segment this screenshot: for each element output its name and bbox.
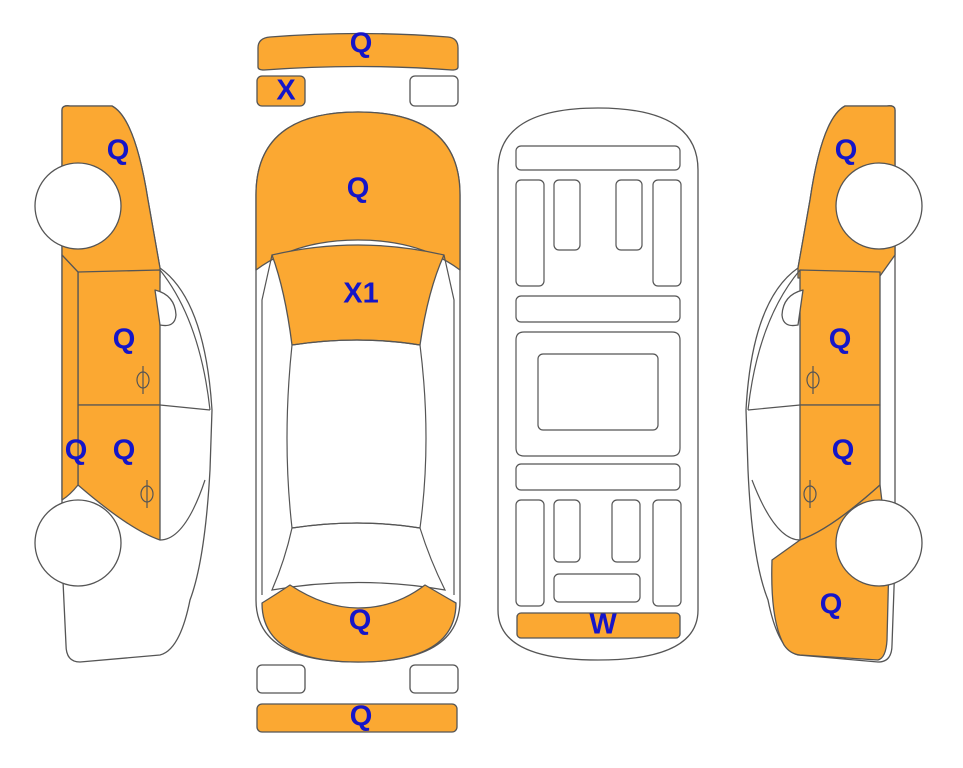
underbody-structure	[515, 145, 682, 607]
left-window-line	[159, 269, 211, 541]
underbody-view: W	[497, 107, 699, 661]
left-headlight-panel[interactable]	[256, 75, 306, 107]
left-side-view: Q Q Q Q	[34, 105, 213, 663]
right-front-wheel	[835, 162, 923, 250]
rear-window	[271, 522, 447, 591]
left-mirror	[154, 289, 177, 327]
top-view: Q X Q X1 Q Q	[255, 28, 461, 733]
trunk-panel[interactable]	[261, 584, 457, 663]
front-bumper-label: Q	[350, 28, 373, 60]
left-rear-door-handle-icon	[140, 480, 154, 508]
windshield-label: X1	[343, 278, 378, 310]
top-side-lines	[261, 254, 455, 595]
left-fender-label: Q	[107, 135, 130, 167]
left-front-door-label: Q	[113, 324, 136, 356]
left-rear-door-panel[interactable]	[77, 404, 161, 541]
hood-panel[interactable]	[255, 111, 461, 271]
left-rear-wheel	[34, 499, 122, 587]
underbody-outline	[497, 107, 699, 661]
right-side-view: Q Q Q Q	[745, 105, 923, 663]
left-taillight	[256, 664, 306, 694]
right-mirror	[781, 289, 804, 327]
left-front-wheel	[34, 162, 122, 250]
rear-bumper-label: Q	[350, 701, 373, 733]
front-bumper-panel[interactable]	[257, 32, 459, 71]
rear-bumper-panel[interactable]	[256, 703, 458, 733]
right-window-line	[747, 269, 801, 541]
left-front-door-handle-icon	[136, 366, 150, 394]
right-taillight	[409, 664, 459, 694]
underbody-rear-panel[interactable]	[516, 612, 681, 639]
right-front-door-handle-icon	[806, 366, 820, 394]
right-front-door-label: Q	[829, 324, 852, 356]
right-headlight	[409, 75, 459, 107]
left-rocker-panel[interactable]	[61, 254, 79, 501]
right-quarter-label: Q	[820, 589, 843, 621]
trunk-label: Q	[349, 605, 372, 637]
hood-label: Q	[347, 173, 370, 205]
right-rear-door-handle-icon	[803, 480, 817, 508]
left-headlight-label: X	[276, 75, 296, 107]
right-rear-wheel	[835, 499, 923, 587]
underbody-rear-label: W	[589, 609, 617, 641]
right-rear-door-label: Q	[832, 435, 855, 467]
left-rear-door-label: Q	[113, 435, 136, 467]
left-rocker-label: Q	[65, 435, 88, 467]
right-fender-label: Q	[835, 135, 858, 167]
